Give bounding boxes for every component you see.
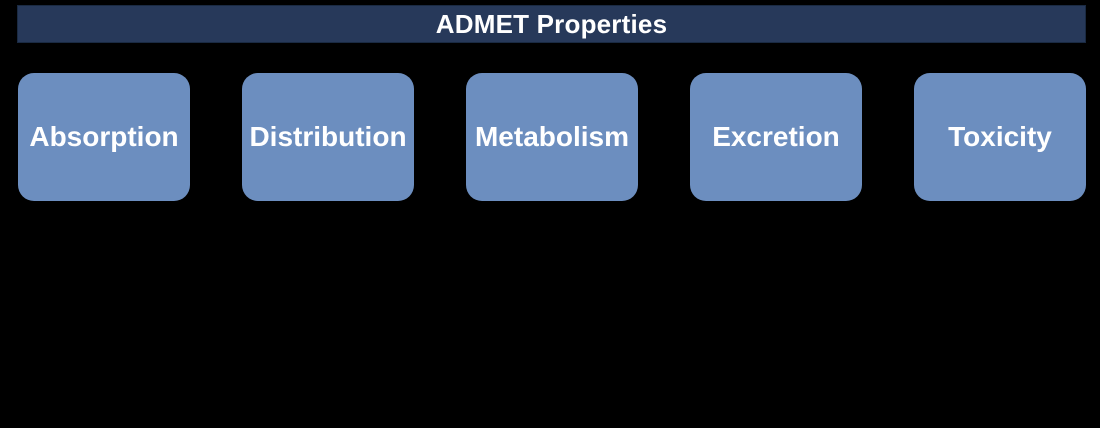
node-distribution[interactable]: Distribution <box>242 73 414 201</box>
node-excretion[interactable]: Excretion <box>690 73 862 201</box>
node-metabolism[interactable]: Metabolism <box>466 73 638 201</box>
node-toxicity[interactable]: Toxicity <box>914 73 1086 201</box>
property-nodes-row: Absorption Distribution Metabolism Excre… <box>18 73 1086 201</box>
node-distribution-label: Distribution <box>249 121 407 152</box>
node-metabolism-label: Metabolism <box>474 121 630 152</box>
node-absorption[interactable]: Absorption <box>18 73 190 201</box>
node-excretion-label: Excretion <box>712 121 840 152</box>
node-toxicity-label: Toxicity <box>948 121 1052 152</box>
diagram-title: ADMET Properties <box>435 8 668 39</box>
diagram-title-bar: ADMET Properties <box>17 5 1086 43</box>
node-absorption-label: Absorption <box>29 121 179 152</box>
